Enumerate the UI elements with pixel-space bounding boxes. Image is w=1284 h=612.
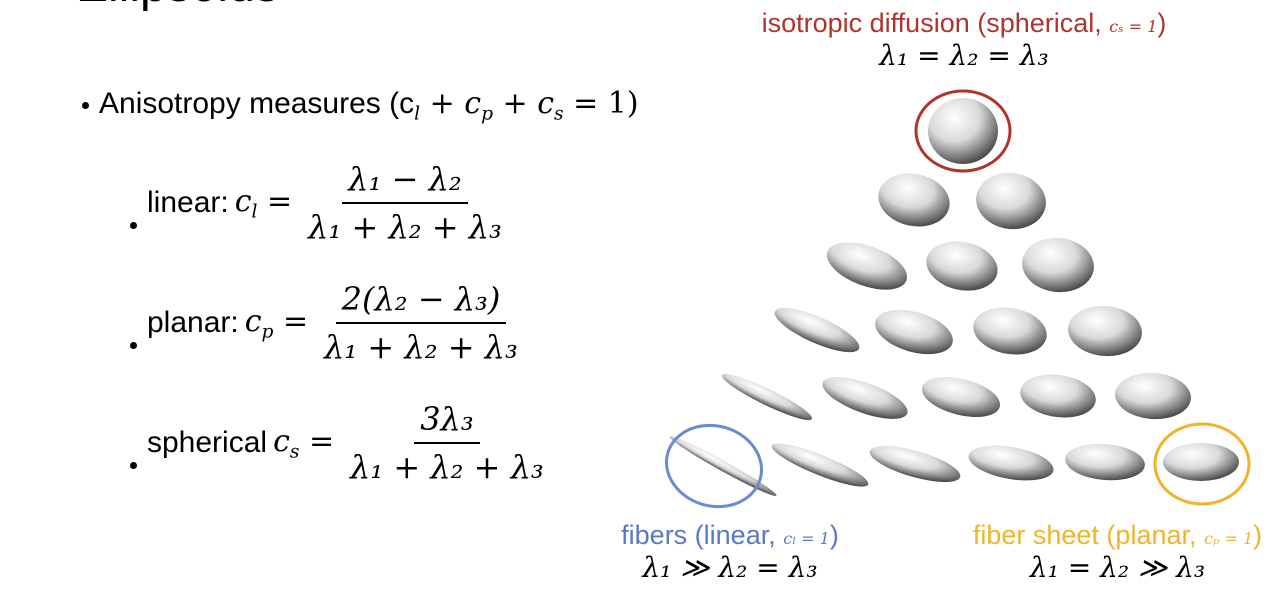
isotropic-highlight-circle (914, 89, 1012, 173)
linear-label: linear: (147, 186, 229, 219)
ellipsoids (669, 98, 1239, 496)
fibers-caption-eq: λ₁ ≫ λ₂ = λ₃ (642, 551, 818, 584)
ellipsoid (878, 173, 950, 227)
ellipsoid (669, 436, 777, 496)
spherical-lhs: cs = (273, 423, 335, 463)
bullet-dot (130, 461, 137, 469)
ellipsoid (869, 446, 961, 482)
spherical-label: spherical (147, 426, 268, 459)
fibers-caption-title: fibers (linear, cₗ = 1) (621, 520, 839, 550)
ellipsoid (973, 307, 1047, 355)
ellipsoid (822, 377, 908, 419)
ellipsoid (1115, 372, 1191, 420)
formula-linear: linear: cl = λ₁ − λ₂ λ₁ + λ₂ + λ₃ (130, 160, 508, 246)
planar-denominator: λ₁ + λ₂ + λ₃ (324, 328, 518, 366)
ellipsoid (926, 241, 998, 291)
slide-title: Ellipsoids (76, 0, 279, 10)
ellipsoid (1163, 443, 1239, 481)
spherical-denominator: λ₁ + λ₂ + λ₃ (350, 448, 544, 486)
isotropic-caption-eq: λ₁ = λ₂ = λ₃ (879, 39, 1049, 72)
ellipsoid (968, 445, 1054, 481)
isotropic-caption-title: isotropic diffusion (spherical, cₛ = 1) (761, 8, 1167, 38)
spherical-fraction: 3λ₃ λ₁ + λ₂ + λ₃ (344, 400, 550, 486)
ellipsoid (721, 373, 813, 421)
ellipsoid (1068, 305, 1142, 357)
ellipsoid (1020, 374, 1096, 418)
isotropic-caption: isotropic diffusion (spherical, cₛ = 1) … (720, 8, 1208, 72)
planar-label: planar: (147, 306, 239, 339)
formula-planar: planar: cp = 2(λ₂ − λ₃) λ₁ + λ₂ + λ₃ (130, 280, 524, 366)
ellipsoid (774, 307, 860, 353)
ellipsoid (928, 98, 998, 164)
sheet-caption-eq: λ₁ = λ₂ ≫ λ₃ (1029, 551, 1206, 584)
bullet-anisotropy: Anisotropy measures (cl + cp + cs = 1) (82, 86, 639, 125)
ellipsoid (771, 443, 869, 487)
formula-spherical: spherical cs = 3λ₃ λ₁ + λ₂ + λ₃ (130, 400, 550, 486)
bullet-dot (130, 341, 137, 349)
planar-lhs: cp = (244, 303, 309, 343)
ellipsoid (921, 377, 1001, 417)
linear-numerator: λ₁ − λ₂ (342, 160, 468, 204)
anisotropy-text: Anisotropy measures (cl + cp + cs = 1) (99, 86, 639, 125)
ellipsoid (1022, 237, 1094, 293)
fibers-highlight-circle (664, 423, 764, 509)
sheet-highlight-circle (1153, 422, 1251, 506)
fibers-caption: fibers (linear, cₗ = 1) λ₁ ≫ λ₂ = λ₃ (590, 520, 870, 584)
sheet-caption: fiber sheet (planar, cₚ = 1) λ₁ = λ₂ ≫ λ… (955, 520, 1280, 584)
ellipsoid (976, 172, 1046, 230)
linear-fraction: λ₁ − λ₂ λ₁ + λ₂ + λ₃ (302, 160, 508, 246)
ellipsoid (875, 309, 953, 355)
bullet-dot (130, 221, 137, 229)
spherical-numerator: 3λ₃ (414, 400, 480, 444)
linear-lhs: cl = (234, 183, 293, 223)
ellipsoid (826, 242, 908, 290)
ellipsoid (1065, 443, 1145, 481)
sheet-caption-title: fiber sheet (planar, cₚ = 1) (972, 520, 1263, 550)
linear-denominator: λ₁ + λ₂ + λ₃ (308, 208, 502, 246)
planar-fraction: 2(λ₂ − λ₃) λ₁ + λ₂ + λ₃ (318, 280, 524, 366)
bullet-dot (82, 101, 89, 109)
planar-numerator: 2(λ₂ − λ₃) (335, 280, 507, 324)
